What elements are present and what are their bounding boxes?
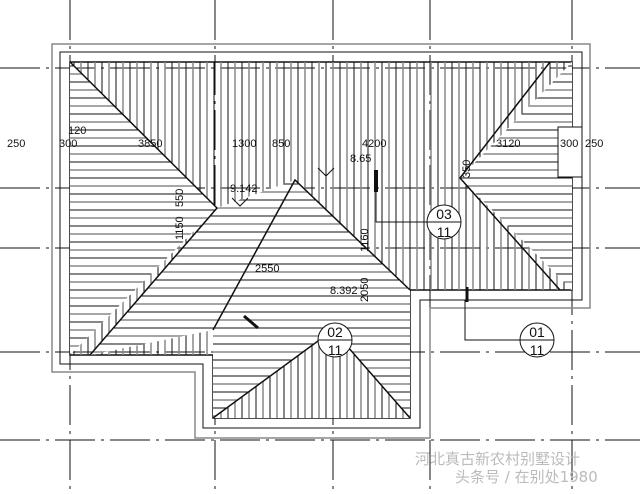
elevation-9-142: 9.142 xyxy=(230,183,258,195)
dim-350: 350 xyxy=(461,160,473,178)
watermark: 河北真古新农村别墅设计 头条号 / 在别处1980 xyxy=(415,450,598,486)
elevation-8-65: 8.65 xyxy=(350,153,371,165)
callout-02-11[interactable]: 02 11 xyxy=(317,322,353,358)
detail-callouts: 03 11 02 11 01 11 xyxy=(317,204,555,358)
svg-text:11: 11 xyxy=(530,342,545,358)
dimension-labels: 250 300 120 3850 1300 850 4200 3120 300 … xyxy=(7,125,603,302)
dim-3850: 3850 xyxy=(138,138,162,150)
svg-text:01: 01 xyxy=(529,324,545,340)
svg-text:11: 11 xyxy=(437,224,452,240)
dim-120: 120 xyxy=(68,125,86,137)
watermark-line1: 河北真古新农村别墅设计 xyxy=(415,450,581,468)
svg-text:03: 03 xyxy=(436,206,452,222)
dim-300-right: 300 xyxy=(560,138,578,150)
dim-250-left: 250 xyxy=(7,138,25,150)
elevation-8-392: 8.392 xyxy=(330,285,358,297)
dim-300-left: 300 xyxy=(59,138,77,150)
dim-4200: 4200 xyxy=(362,138,386,150)
dim-1300: 1300 xyxy=(232,138,256,150)
dim-850: 850 xyxy=(272,138,290,150)
hip-ridge-lines xyxy=(69,61,583,419)
watermark-line2: 头条号 / 在别处1980 xyxy=(455,468,598,486)
svg-text:11: 11 xyxy=(328,342,343,358)
dim-3120: 3120 xyxy=(496,138,520,150)
dim-2550: 2550 xyxy=(255,263,279,275)
dim-250-right: 250 xyxy=(585,138,603,150)
callout-03-11[interactable]: 03 11 xyxy=(426,204,462,240)
callout-01-11[interactable]: 01 11 xyxy=(519,322,555,358)
dim-1150: 1150 xyxy=(174,216,186,240)
dim-550: 550 xyxy=(174,189,186,207)
dim-1160: 1160 xyxy=(359,228,371,252)
dim-2050: 2050 xyxy=(359,278,371,302)
svg-text:02: 02 xyxy=(327,324,343,340)
